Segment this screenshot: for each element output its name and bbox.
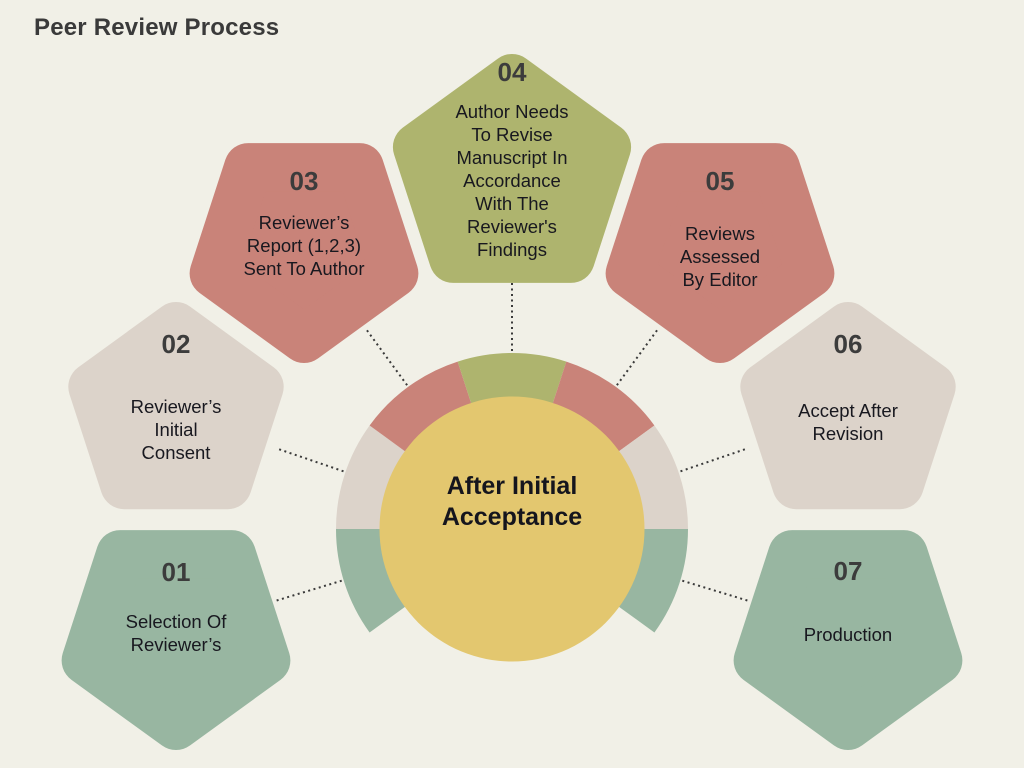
step-02-number: 02 [161,329,191,359]
step-04-number: 04 [497,57,527,87]
pentagon-step-06 [740,302,956,510]
ring-segment-05 [551,361,655,453]
pentagon-step-01 [61,530,291,750]
center-label: After Initial Acceptance [441,472,583,531]
pentagon-step-04 [392,54,632,283]
center-circle [379,396,645,662]
connector-line-07 [682,579,750,603]
step-01-number: 01 [161,557,191,587]
connector-line-06 [680,447,748,473]
step-05-number: 05 [705,166,735,196]
ring-segment-01 [335,528,407,633]
step-07-label: Production [803,624,893,645]
pentagon-step-03 [189,143,419,363]
connector-lines [274,281,750,603]
connector-line-01 [274,579,342,603]
ring-segment-07 [617,528,689,633]
step-03-label: Reviewer’s Report (1,2,3) Sent To Author [243,212,365,279]
step-07-number: 07 [833,556,863,586]
connector-line-03 [364,328,408,386]
ring-segment-03 [369,361,473,453]
ring-segment-04 [457,353,567,405]
pentagon-step-05 [605,143,835,363]
step-06-label: Accept After Revision [798,400,898,444]
step-06-number: 06 [833,329,863,359]
step-04-label: Author Needs To Revise Manuscript In Acc… [455,101,569,260]
center-ring [335,353,689,633]
step-03-number: 03 [289,166,319,196]
step-pentagons [61,54,963,750]
ring-segment-02 [335,425,407,530]
page-title: Peer Review Process [34,14,280,41]
step-01-label: Selection Of Reviewer’s [125,611,227,655]
connector-line-02 [276,447,344,473]
step-02-label: Reviewer’s Initial Consent [130,396,222,463]
ring-segment-06 [617,425,689,530]
pentagon-step-02 [68,302,284,510]
connector-line-05 [616,328,660,386]
pentagon-step-07 [733,530,963,750]
step-05-label: Reviews Assessed By Editor [679,223,761,290]
